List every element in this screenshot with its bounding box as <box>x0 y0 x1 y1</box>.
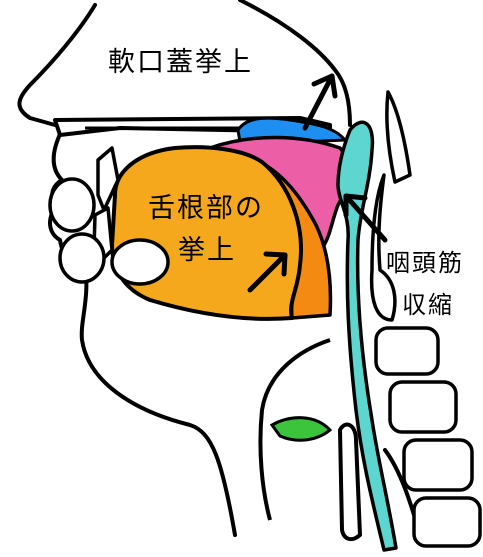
epiglottis <box>272 418 330 441</box>
label-tongue-base-line1: 舌根部の <box>148 192 264 226</box>
label-soft-palate-elevation: 軟口蓋挙上 <box>108 46 253 80</box>
label-pharyngeal-line1: 咽頭筋 <box>386 246 464 280</box>
label-tongue-base-line2: 挙上 <box>178 234 236 268</box>
label-pharyngeal-line2: 収縮 <box>402 288 454 322</box>
up-right-arrow-icon <box>305 76 335 128</box>
